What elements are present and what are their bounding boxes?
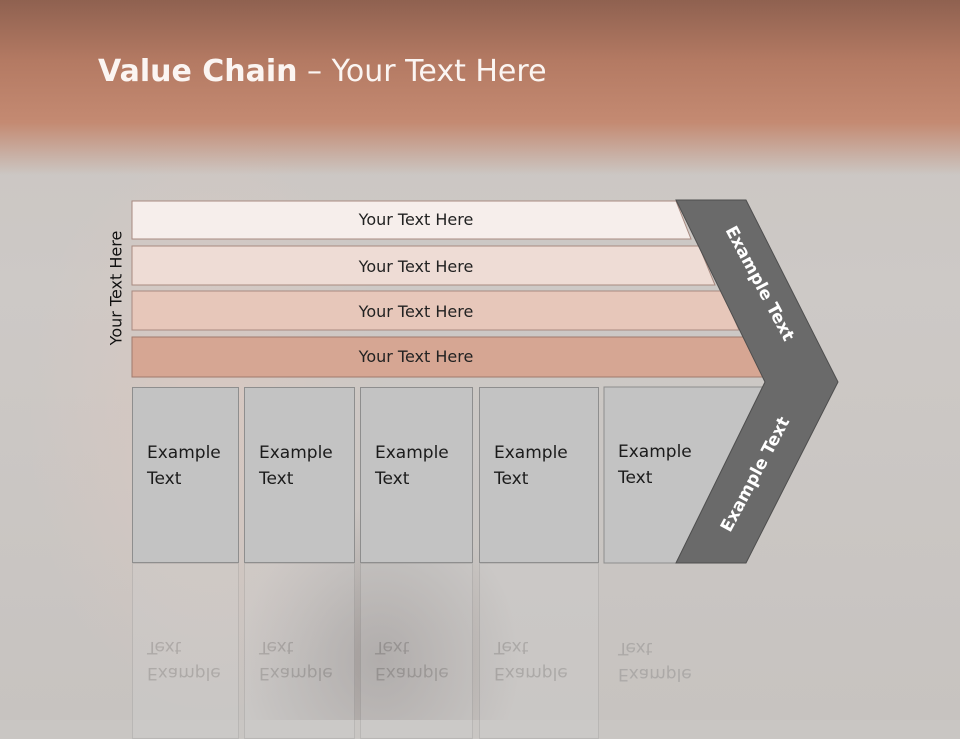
bar-3-shape bbox=[131, 290, 740, 331]
bar-2: Your Text Here bbox=[131, 245, 716, 286]
title-bold: Value Chain bbox=[98, 54, 298, 89]
bar-3-label: Your Text Here bbox=[358, 302, 474, 321]
title-rest: – Your Text Here bbox=[297, 54, 547, 89]
title-band bbox=[0, 0, 960, 175]
bar-1: Your Text Here bbox=[131, 200, 692, 240]
slide-title: Value Chain – Your Text Here bbox=[98, 54, 547, 89]
bar-4-label: Your Text Here bbox=[358, 347, 474, 366]
bar-3: Your Text Here bbox=[131, 290, 740, 331]
bar-2-shape bbox=[131, 245, 716, 286]
value-chain-diagram: Your Text Here Your Text Here Your Text … bbox=[131, 199, 839, 564]
bar-4: Your Text Here bbox=[131, 336, 764, 378]
bar-2-label: Your Text Here bbox=[358, 257, 474, 276]
bar-1-shape bbox=[131, 200, 692, 240]
bar-1-label: Your Text Here bbox=[358, 210, 474, 229]
chevron-shape bbox=[675, 199, 839, 564]
